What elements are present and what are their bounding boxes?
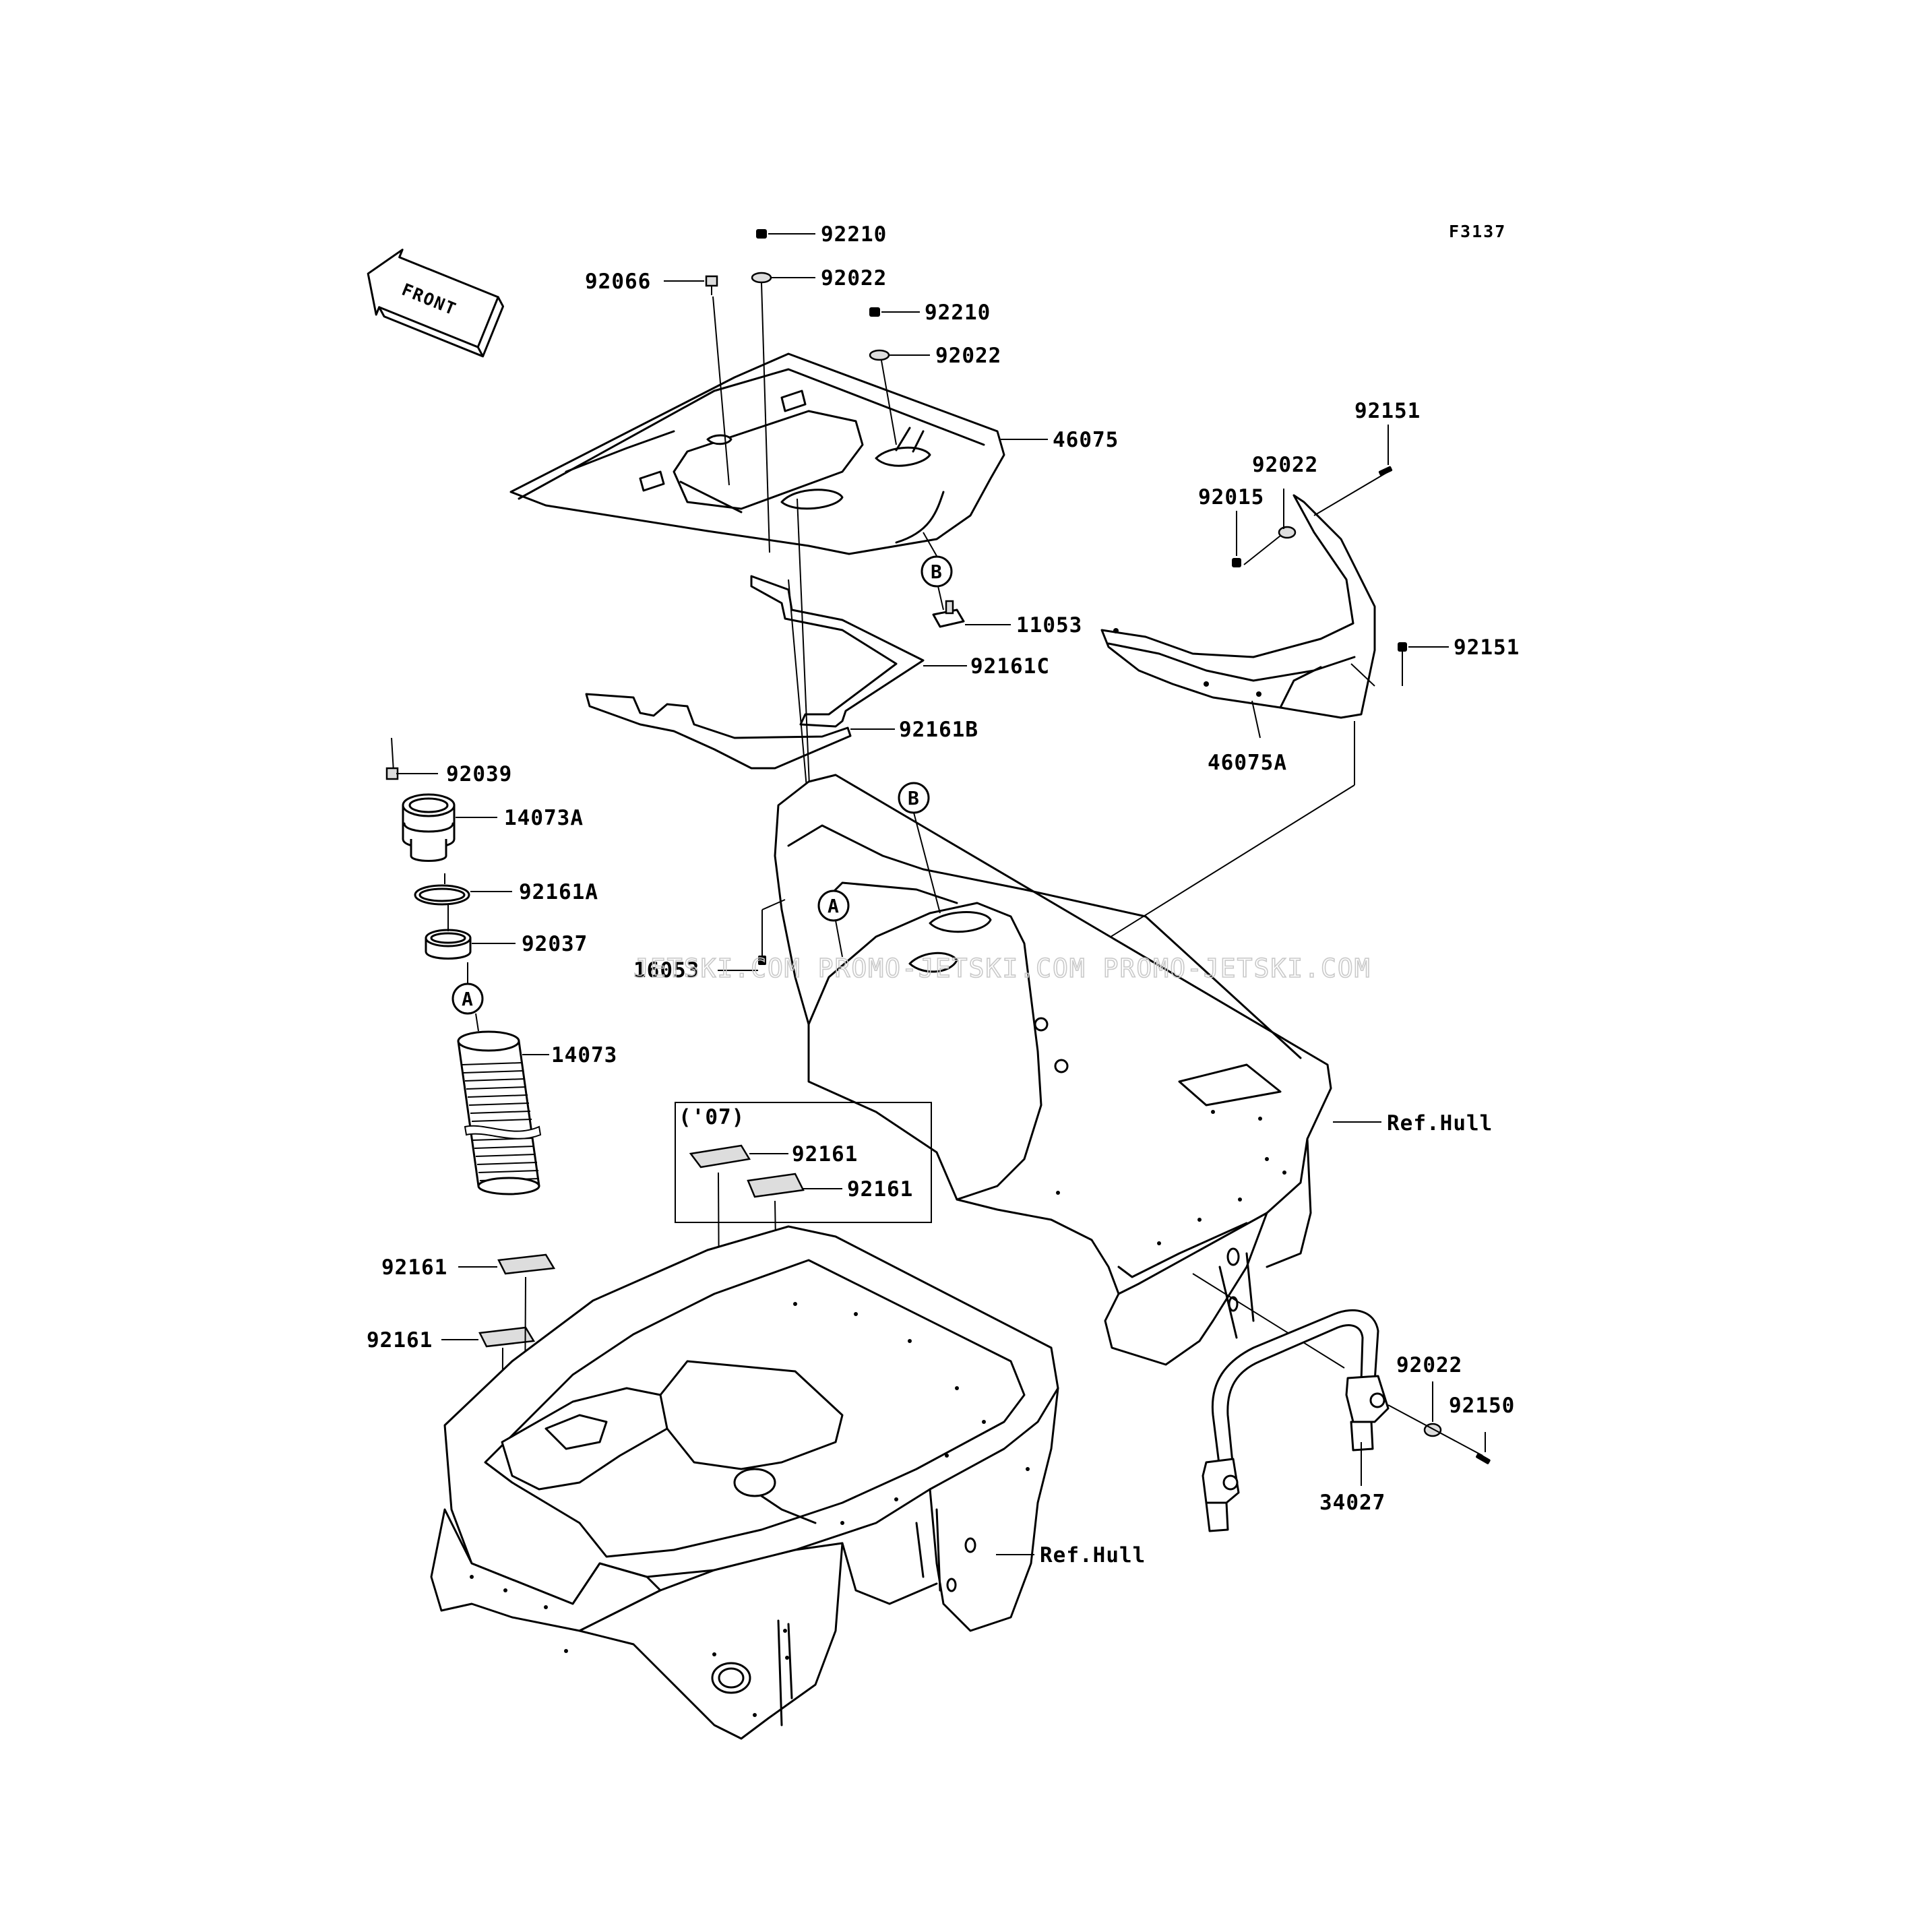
label-46075: 46075	[1053, 428, 1119, 452]
figure-code: F3137	[1449, 222, 1506, 241]
label-92161-y2: 92161	[847, 1177, 913, 1202]
label-92161c: 92161C	[970, 654, 1050, 679]
callout-b-top: B	[921, 555, 953, 588]
label-92150: 92150	[1449, 1394, 1515, 1418]
washer-92022-b	[869, 349, 890, 361]
bolt-92066	[705, 275, 718, 295]
label-ref-hull-b: Ref.Hull	[1040, 1543, 1146, 1567]
label-92015: 92015	[1198, 485, 1264, 509]
guide-line-handle	[1192, 1273, 1345, 1369]
washer-92022-c	[1278, 526, 1297, 539]
cover-46075a	[1100, 494, 1376, 719]
lower-hull	[430, 1225, 1059, 1740]
svg-text:A: A	[462, 988, 473, 1010]
svg-text:B: B	[931, 561, 942, 583]
year-box-07: ('07)	[675, 1102, 932, 1223]
clip-11053	[932, 600, 965, 628]
clamp-92037	[425, 929, 472, 960]
label-92151-b: 92151	[1454, 635, 1520, 660]
label-92066: 92066	[585, 270, 651, 294]
bolt-16053	[758, 956, 766, 965]
year-box-label: ('07)	[679, 1105, 745, 1129]
handle-34027	[1202, 1309, 1390, 1532]
label-92022-b: 92022	[935, 344, 1001, 368]
guide-line-1	[761, 282, 770, 553]
gasket-92161c	[750, 575, 925, 728]
label-16053: 16053	[633, 958, 699, 983]
label-46075a: 46075A	[1208, 751, 1287, 775]
label-92161-c: 92161	[381, 1255, 447, 1280]
front-direction-arrow: FRONT	[367, 249, 505, 358]
label-11053: 11053	[1016, 613, 1082, 637]
label-92022-d: 92022	[1396, 1353, 1462, 1377]
bolt-92151-a	[1378, 466, 1393, 476]
cap-14073a	[402, 793, 456, 862]
label-92151-a: 92151	[1354, 399, 1421, 423]
svg-text:B: B	[908, 787, 919, 809]
oring-92161a	[414, 884, 470, 906]
watermark: JETSKI.COM PROMO-JETSKI.COM PROMO-JETSKI…	[633, 954, 1371, 983]
cap-nut-92210-b	[869, 307, 880, 317]
pad-92161-y2	[747, 1173, 805, 1198]
label-92210-a: 92210	[821, 222, 887, 247]
bolt-92150	[1476, 1453, 1491, 1464]
label-92039: 92039	[446, 762, 512, 786]
upper-hull	[774, 774, 1332, 1366]
label-92210-b: 92210	[925, 301, 991, 325]
label-14073: 14073	[551, 1043, 617, 1067]
callout-a-hull: A	[817, 890, 850, 922]
svg-text:A: A	[828, 895, 839, 917]
label-ref-hull-a: Ref.Hull	[1387, 1111, 1493, 1135]
label-92037: 92037	[522, 932, 588, 956]
pad-92161-c	[497, 1253, 556, 1275]
nut-92015	[1232, 558, 1241, 567]
label-14073a: 14073A	[504, 806, 584, 830]
storage-cover-46075	[509, 352, 1005, 555]
pad-92161-d	[478, 1326, 536, 1348]
label-92161-y1: 92161	[792, 1142, 858, 1166]
label-92161a: 92161A	[519, 880, 598, 904]
gasket-92161b	[585, 693, 852, 770]
pad-92161-y1	[689, 1144, 751, 1168]
cap-nut-92210-a	[756, 229, 767, 239]
guide-line-3	[881, 360, 897, 445]
label-92022-c: 92022	[1252, 453, 1318, 477]
callout-a-tube: A	[451, 983, 484, 1015]
bolt-92151-b	[1398, 642, 1407, 664]
label-92161-d: 92161	[367, 1328, 433, 1352]
guide-line-2	[712, 296, 730, 486]
pin-92039	[385, 737, 399, 780]
filler-hose-14073	[457, 1030, 542, 1195]
label-92022-a: 92022	[821, 266, 887, 290]
label-92161b: 92161B	[899, 718, 978, 742]
label-34027: 34027	[1319, 1491, 1385, 1515]
callout-b-hull: B	[898, 782, 930, 814]
washer-92022-a	[751, 272, 772, 284]
